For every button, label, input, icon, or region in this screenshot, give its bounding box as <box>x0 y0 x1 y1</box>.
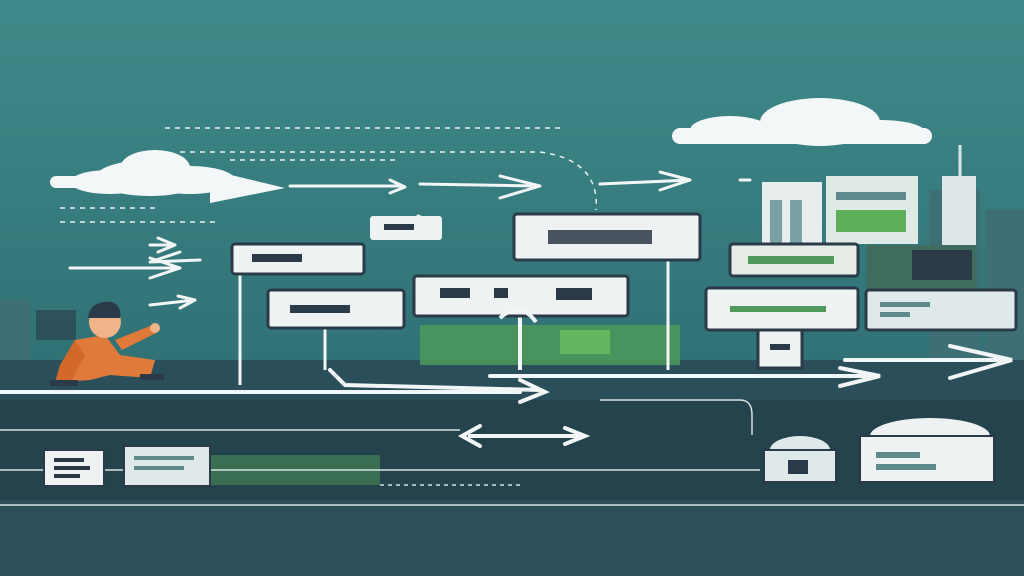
sign-board-3 <box>412 274 630 370</box>
sign-board-4 <box>512 212 702 370</box>
dashed-flow-lines <box>60 127 597 223</box>
cloud-storage-icon <box>763 436 837 483</box>
ground-bottom <box>0 500 1024 576</box>
cloud-icon <box>50 150 285 203</box>
sign-board-7 <box>864 288 1018 332</box>
sign-board-2 <box>266 288 406 370</box>
cloud-icon <box>672 98 932 146</box>
sign-board-1 <box>230 242 366 385</box>
cloud-storage-icon <box>859 418 995 483</box>
server-icon <box>43 449 105 487</box>
sign-board-6 <box>704 286 860 370</box>
sign-board-8 <box>370 216 442 240</box>
server-icon <box>123 445 211 487</box>
conveyor-lines <box>0 344 1013 448</box>
sign-board-5 <box>728 242 860 278</box>
person-pushing-icon <box>36 301 164 386</box>
